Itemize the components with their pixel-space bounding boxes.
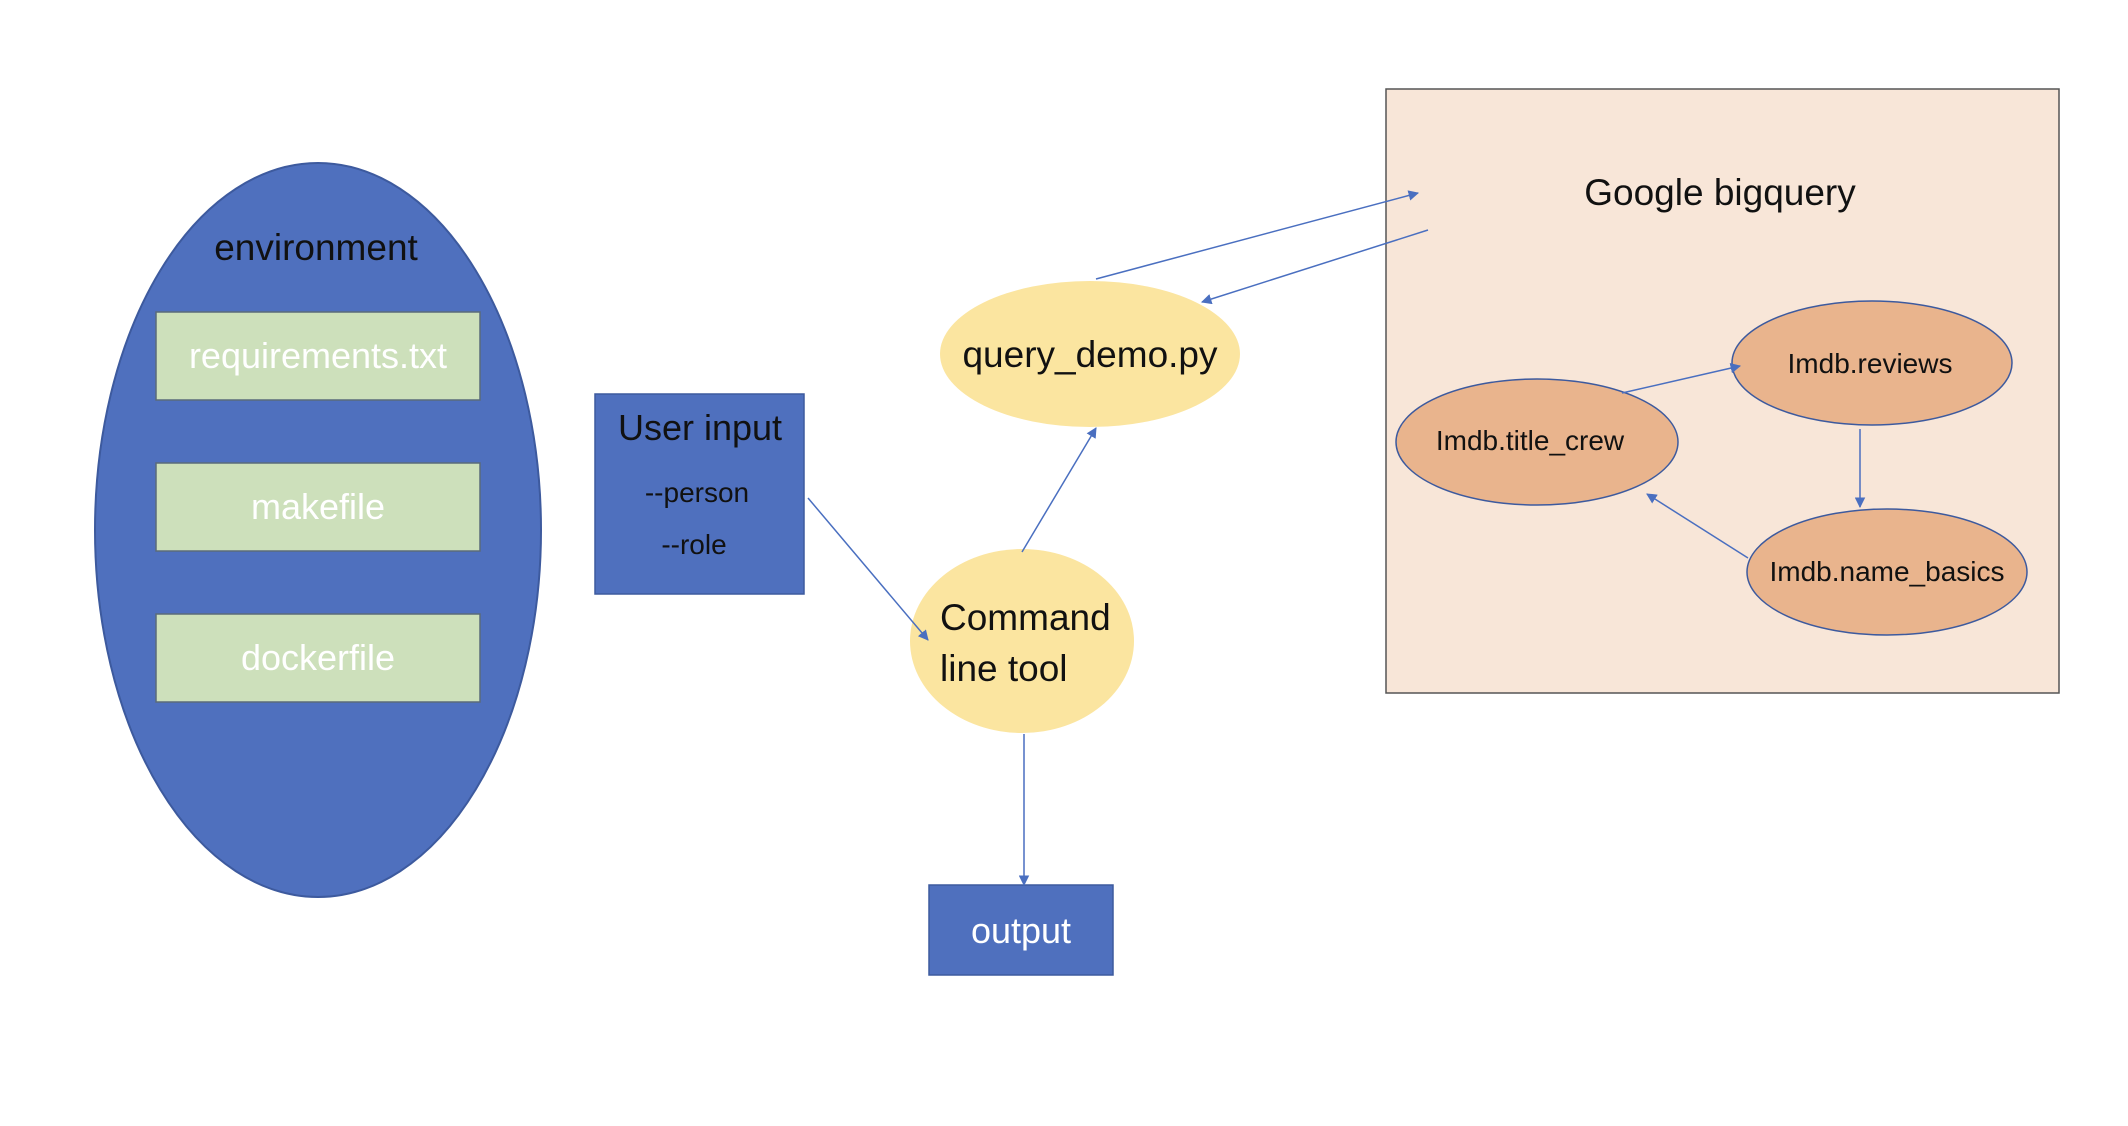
- query-demo-group: query_demo.py: [940, 281, 1240, 427]
- arrow-title-crew-to-reviews: [1621, 362, 1742, 394]
- user-input-title: User input: [618, 407, 782, 448]
- environment-group: environment requirements.txt makefile do…: [94, 162, 542, 898]
- role-arg-label: --role: [661, 529, 726, 560]
- requirements-file-label: requirements.txt: [189, 335, 447, 376]
- command-line-tool-group: Command line tool: [910, 549, 1134, 733]
- output-group: output: [928, 884, 1114, 976]
- bigquery-title: Google bigquery: [1584, 172, 1856, 213]
- title-crew-ellipse: [1395, 378, 1679, 506]
- title-crew-label: Imdb.title_crew: [1436, 425, 1625, 456]
- name-basics-label: Imdb.name_basics: [1769, 556, 2004, 587]
- output-label: output: [971, 910, 1071, 951]
- name-basics-ellipse: [1746, 508, 2028, 636]
- makefile-label: makefile: [251, 486, 385, 527]
- requirements-file-box: [155, 311, 481, 401]
- environment-title: environment: [214, 227, 418, 268]
- user-input-group: User input --person --role: [594, 393, 805, 595]
- command-line-tool-label-line2: line tool: [940, 648, 1068, 689]
- arrows: [807, 190, 1866, 887]
- command-line-tool-label-line1: Command: [940, 597, 1111, 638]
- command-line-tool-ellipse: [910, 549, 1134, 733]
- query-demo-label: query_demo.py: [962, 334, 1218, 375]
- query-demo-ellipse: [940, 281, 1240, 427]
- arrow-user-input-to-command-line-tool: [807, 497, 929, 641]
- arrow-query-demo-to-bigquery: [1095, 190, 1420, 280]
- bigquery-group: Google bigquery Imdb.title_crew Imdb.rev…: [1385, 88, 2060, 694]
- user-input-box: [594, 393, 805, 595]
- arrow-command-line-tool-to-query-demo: [1021, 427, 1097, 553]
- dockerfile-label: dockerfile: [241, 637, 395, 678]
- arrow-bigquery-to-query-demo: [1200, 229, 1429, 305]
- dockerfile-box: [155, 613, 481, 703]
- arrow-name-basics-to-title-crew: [1646, 493, 1749, 559]
- person-arg-label: --person: [645, 477, 749, 508]
- reviews-label: Imdb.reviews: [1788, 348, 1953, 379]
- makefile-box: [155, 462, 481, 552]
- output-box: [928, 884, 1114, 976]
